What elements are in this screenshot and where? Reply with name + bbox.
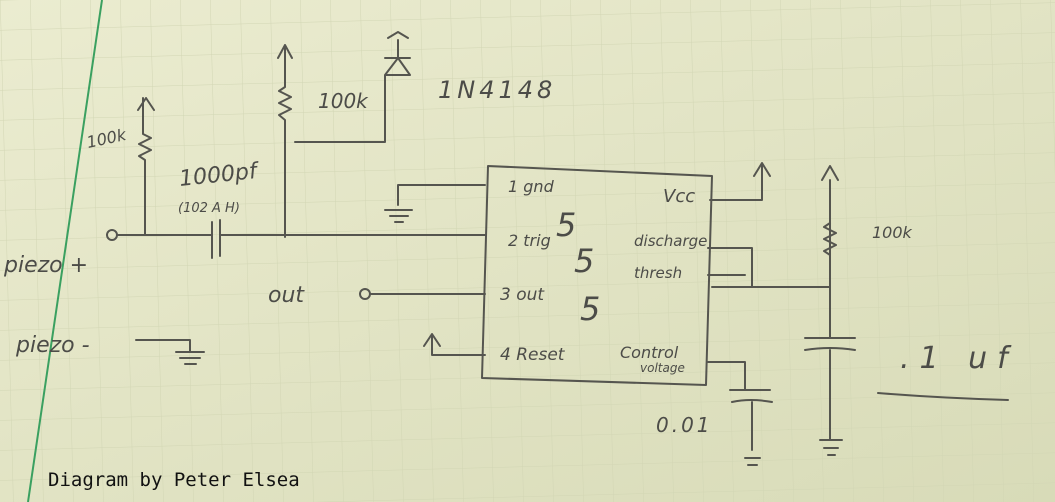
capacitor-code-label: (102 A H) <box>178 201 240 216</box>
resistor-100k-3-label: 100k <box>872 223 913 242</box>
vcc-wire-symbol <box>709 162 771 201</box>
capacitor-0.1uf-symbol <box>804 337 856 456</box>
resistor-100k-2-symbol <box>277 44 293 238</box>
input-network <box>106 31 486 365</box>
capacitor-0.1uf-label: .1 uf <box>900 341 1018 376</box>
resistor-100k-1-symbol <box>137 97 155 236</box>
chip-name-char-1: 5 <box>556 206 576 244</box>
resistor-100k-2-label: 100k <box>318 89 369 113</box>
resistor-100k-3-symbol <box>821 165 839 339</box>
pin-1-gnd-label: 1 gnd <box>508 177 555 196</box>
pin-2-trig-label: 2 trig <box>508 231 551 250</box>
pin-vcc-label: Vcc <box>663 186 695 207</box>
chip-name-char-3: 5 <box>580 290 600 328</box>
piezo-plus-label: piezo + <box>3 253 88 278</box>
capacitor-0.01-symbol <box>707 361 773 466</box>
capacitor-0.01-label: 0.01 <box>656 413 713 437</box>
chip-555-body <box>481 165 713 386</box>
diode-label: 1N4148 <box>438 76 556 104</box>
discharge-thresh-wire <box>707 247 831 288</box>
pin-3-out-label: 3 out <box>500 285 545 305</box>
piezo-minus-label: piezo - <box>15 333 90 358</box>
pin-voltage-label: voltage <box>640 361 685 375</box>
timing-network <box>707 162 1009 466</box>
pin-discharge-label: discharge <box>634 232 707 250</box>
reset-pullup-symbol <box>423 333 486 356</box>
gnd-wire-symbol <box>384 184 486 223</box>
pin-control-label: Control <box>620 343 679 362</box>
diode-1n4148-symbol <box>294 31 411 143</box>
labels: 100k 1000pf (102 A H) 100k 1N4148 piezo … <box>3 76 1018 437</box>
chip-name-char-2: 5 <box>574 242 594 280</box>
piezo-minus-ground-symbol <box>135 339 205 365</box>
out-label: out <box>268 283 305 308</box>
capacitor-1000pf-symbol <box>211 219 221 259</box>
credit-caption: Diagram by Peter Elsea <box>48 469 300 491</box>
margin-line <box>27 0 103 502</box>
pin-thresh-label: thresh <box>634 264 682 282</box>
pin-4-reset-label: 4 Reset <box>500 345 566 365</box>
underline <box>877 392 1009 401</box>
